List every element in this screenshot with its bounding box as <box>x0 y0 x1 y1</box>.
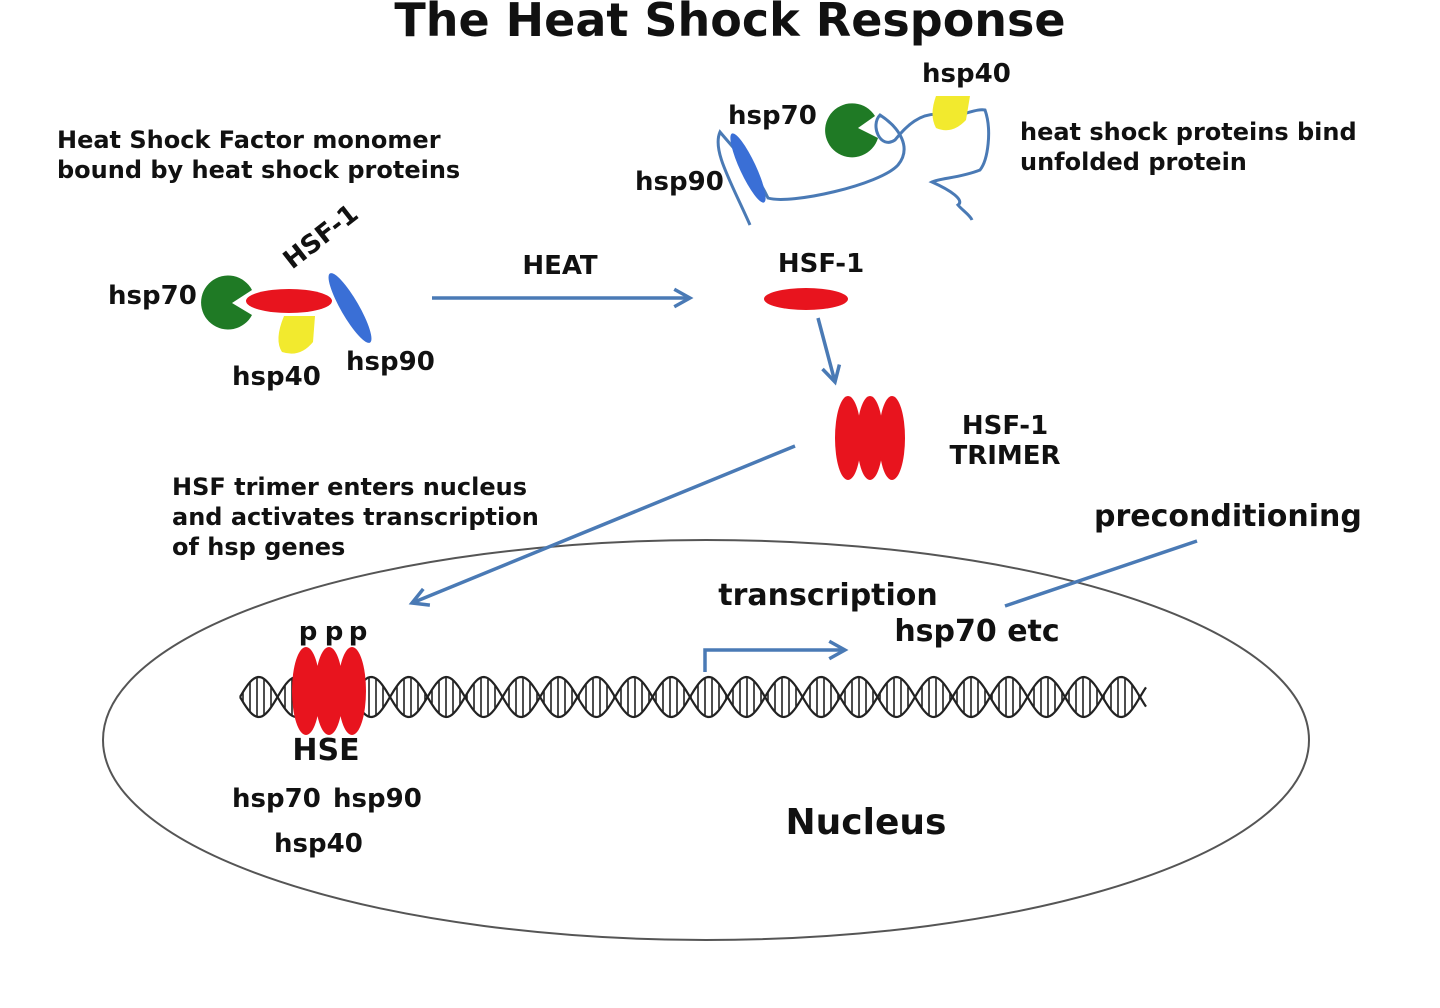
hsp40-label-bottom: hsp40 <box>274 829 363 859</box>
hsp40-protein-left <box>278 316 315 354</box>
hsp90-protein-left <box>328 273 372 343</box>
unfolded-caption-line2: unfolded protein <box>1020 148 1247 176</box>
phosphate-label: p <box>349 617 368 647</box>
hsp70-etc-label: hsp70 etc <box>894 614 1059 649</box>
unfolded-caption-line1: heat shock proteins bind <box>1020 118 1357 146</box>
transcription-arrow <box>703 650 845 672</box>
nuclear-entry-arrow <box>412 444 796 603</box>
nucleus-caption-line1: HSF trimer enters nucleus <box>172 473 527 501</box>
hsp70-protein-top <box>825 103 878 158</box>
hsp90-protein-top <box>730 133 766 203</box>
hsp70-protein-left <box>201 275 252 330</box>
hse-bound-hsf-subunit <box>338 647 366 735</box>
transcription-label: transcription <box>718 578 938 613</box>
trimer-subunit <box>835 396 861 480</box>
hsp70-label-left: hsp70 <box>108 281 197 311</box>
hsp90-label-left: hsp90 <box>346 347 435 377</box>
monomer-caption-line2: bound by heat shock proteins <box>57 156 460 184</box>
hsp40-label-left: hsp40 <box>232 362 321 392</box>
preconditioning-label: preconditioning <box>1094 499 1362 534</box>
trimer-label-line1: HSF-1 <box>962 411 1048 441</box>
hse-label: HSE <box>292 733 359 768</box>
dna-backbone-strand <box>239 675 1147 719</box>
dna-helix <box>239 675 1147 719</box>
hsp90-label-bottom: hsp90 <box>333 784 422 814</box>
hsp90-label-top: hsp90 <box>635 167 724 197</box>
monomer-caption-line1: Heat Shock Factor monomer <box>57 126 441 154</box>
hsf1-free-monomer <box>764 288 848 310</box>
hsp70-label-top: hsp70 <box>728 101 817 131</box>
preconditioning-line <box>1004 539 1198 608</box>
nucleus-label: Nucleus <box>786 802 947 843</box>
hsf1-monomer-label: HSF-1 <box>278 199 364 276</box>
trimerization-arrow <box>816 317 835 382</box>
hsp70-label-bottom: hsp70 <box>232 784 321 814</box>
dna-backbone-strand <box>239 675 1147 719</box>
hsp40-label-top: hsp40 <box>922 59 1011 89</box>
nucleus-boundary <box>102 539 1310 941</box>
nucleus-caption-line3: of hsp genes <box>172 533 345 561</box>
hsf1-free-label: HSF-1 <box>778 249 864 279</box>
hse-bound-hsf-subunit <box>315 647 343 735</box>
hse-bound-hsf-subunit <box>292 647 320 735</box>
phosphate-label: p <box>299 617 318 647</box>
hsp40-protein-top <box>932 96 970 131</box>
trimer-subunit <box>857 396 883 480</box>
trimer-subunit <box>879 396 905 480</box>
phosphate-label: p <box>325 617 344 647</box>
nucleus-caption-line2: and activates transcription <box>172 503 539 531</box>
diagram-title: The Heat Shock Response <box>394 0 1065 47</box>
hsf1-monomer <box>246 289 332 313</box>
heat-label: HEAT <box>522 251 598 281</box>
trimer-label-line2: TRIMER <box>949 441 1060 471</box>
